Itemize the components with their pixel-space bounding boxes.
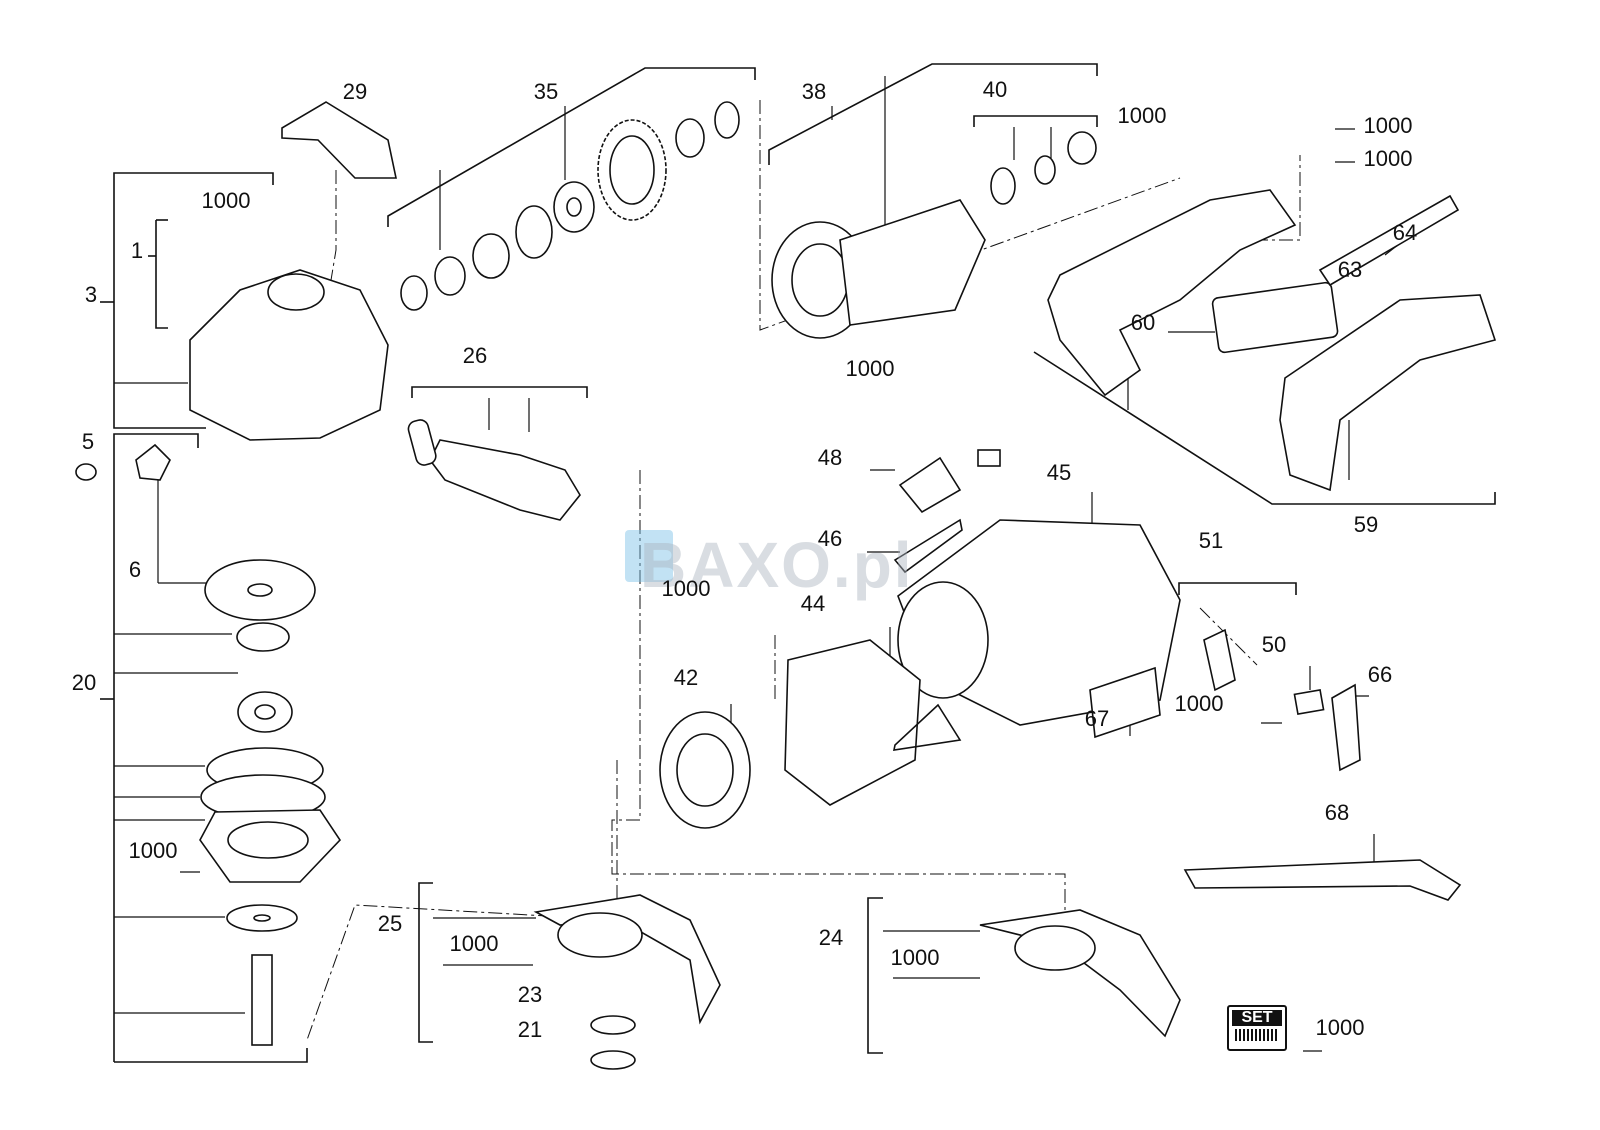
part-label-6: 6 [128, 557, 142, 582]
part-label-51: 51 [1198, 528, 1224, 553]
part-label-46: 46 [817, 526, 843, 551]
part-label-59: 59 [1353, 512, 1379, 537]
set-icon-label: SET [1232, 1010, 1282, 1026]
part-label-35: 35 [533, 79, 559, 104]
part-label-1000: 1000 [1315, 1015, 1365, 1040]
bracket-lines [100, 63, 1496, 1063]
part-label-44: 44 [800, 591, 826, 616]
part-label-24: 24 [818, 925, 844, 950]
part-label-25: 25 [377, 911, 403, 936]
part-label-42: 42 [673, 665, 699, 690]
part-label-68: 68 [1324, 800, 1350, 825]
part-label-1000: 1000 [890, 945, 940, 970]
part-label-1000: 1000 [128, 838, 178, 863]
parts [75, 101, 1497, 1070]
screw-icon [1235, 1029, 1279, 1041]
part-label-1000: 1000 [1174, 691, 1224, 716]
part-label-1000: 1000 [661, 576, 711, 601]
watermark-logo-icon [625, 530, 673, 582]
set-icon: SET [1227, 1005, 1287, 1051]
part-label-1000: 1000 [845, 356, 895, 381]
watermark: BAXO.pl [640, 529, 914, 601]
part-label-64: 64 [1392, 220, 1418, 245]
part-label-29: 29 [342, 79, 368, 104]
part-label-23: 23 [517, 982, 543, 1007]
part-label-1000: 1000 [449, 931, 499, 956]
part-label-1000: 1000 [1117, 103, 1167, 128]
part-label-60: 60 [1130, 310, 1156, 335]
part-label-67: 67 [1084, 706, 1110, 731]
part-label-50: 50 [1261, 632, 1287, 657]
part-label-1000: 1000 [1363, 146, 1413, 171]
part-label-3: 3 [84, 282, 98, 307]
part-label-1: 1 [130, 238, 144, 263]
part-label-26: 26 [462, 343, 488, 368]
part-label-20: 20 [71, 670, 97, 695]
part-label-21: 21 [517, 1017, 543, 1042]
part-label-1000: 1000 [1363, 113, 1413, 138]
part-label-63: 63 [1337, 257, 1363, 282]
part-label-1000: 1000 [201, 188, 251, 213]
part-label-40: 40 [982, 77, 1008, 102]
center-lines [304, 100, 1301, 1041]
part-label-38: 38 [801, 79, 827, 104]
part-label-5: 5 [81, 429, 95, 454]
part-label-66: 66 [1367, 662, 1393, 687]
part-label-48: 48 [817, 445, 843, 470]
part-label-45: 45 [1046, 460, 1072, 485]
